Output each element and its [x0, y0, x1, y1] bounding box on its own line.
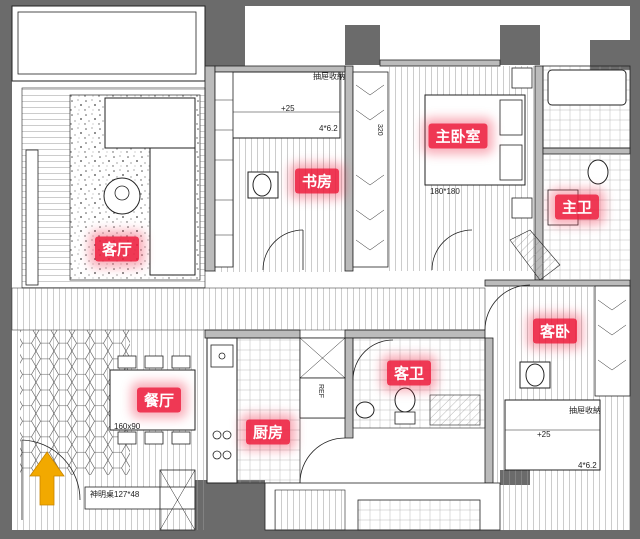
dining-table-size-label: 160x90	[114, 422, 141, 431]
study-daybed	[231, 71, 341, 139]
balcony	[11, 5, 206, 82]
drawer-storage-label: 抽屉收納	[313, 72, 345, 81]
coffee-table	[103, 177, 141, 215]
kitchen-counter	[206, 337, 238, 484]
altar-label: 神明桌127*48	[90, 490, 140, 499]
size-label: 4*6.2	[319, 124, 338, 133]
entrance-arrow-icon	[29, 451, 65, 506]
bathtub	[547, 69, 627, 106]
size-label: 4*6.2	[578, 461, 597, 470]
wardrobe-depth-label: 320	[376, 124, 383, 136]
refrigerator	[299, 377, 346, 419]
dining-table	[109, 369, 196, 431]
plus25-label: +25	[537, 430, 551, 439]
bed-size-label: 180*180	[430, 187, 460, 196]
tv-cabinet	[25, 149, 39, 286]
ref-label: REF	[317, 384, 324, 398]
guest-bed	[504, 399, 601, 471]
drawer-storage-label: 抽屉收納	[569, 406, 601, 415]
wardrobe	[352, 71, 389, 268]
plus25-label: +25	[281, 104, 295, 113]
